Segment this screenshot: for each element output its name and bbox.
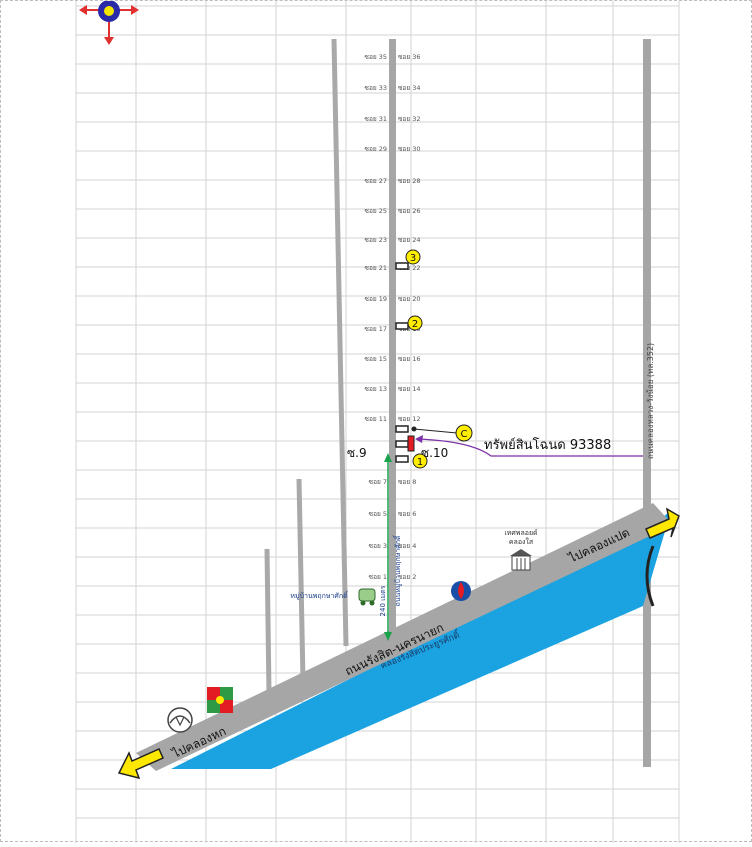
marker-1-label: 1 xyxy=(417,457,423,468)
soi-labels: ซอย 1 ซอย 2 ซอย 3 ซอย 4 ซอย 5 ซอย 6 ซอย 7 ซอย 8… xyxy=(365,53,421,581)
store-logo-icon xyxy=(207,687,233,713)
soi-left-label: ซอย 17 xyxy=(365,325,387,333)
village-label: หมู่บ้านพฤกษาศักดิ์ xyxy=(290,590,349,600)
marker-3-label: 3 xyxy=(410,253,416,264)
soi-left-label: ซอย 27 xyxy=(365,177,387,185)
property-label: ทรัพย์สินโฉนด 93388 xyxy=(484,437,611,453)
arrow-left-icon xyxy=(117,748,164,780)
soi-right-label: ซอย 32 xyxy=(398,115,420,123)
soi-right-label: ซอย 20 xyxy=(398,295,420,303)
soi-right-label: ซอย 2 xyxy=(398,573,416,581)
soi-right-label: ซอย 16 xyxy=(398,355,420,363)
marker-c-leader xyxy=(413,428,458,434)
soi-right-label: ซอย 34 xyxy=(398,84,420,92)
soi-left-label: ซอย 19 xyxy=(365,295,387,303)
soi-left-label: ซอย 21 xyxy=(365,264,387,272)
marker-2-label: 2 xyxy=(412,319,418,330)
soi-9-label: ซ.9 xyxy=(347,446,367,460)
main-road xyxy=(136,503,673,771)
bridge xyxy=(645,545,655,607)
soi-road-name-label: ถนนหมู่บ้านพฤกษาศักดิ์ xyxy=(392,534,402,606)
soi-right-label: ซอย 14 xyxy=(398,385,420,393)
soi-left-label: ซอย 29 xyxy=(365,145,387,153)
marker-c-label: C xyxy=(461,429,468,440)
soi-right-label: ซอย 24 xyxy=(398,236,420,244)
gas-station-icon xyxy=(451,581,471,601)
main-soi-road xyxy=(389,39,396,641)
soi-right-label: ซอย 26 xyxy=(398,207,420,215)
soi-left-label: ซอย 23 xyxy=(365,236,387,244)
property-marker xyxy=(407,435,415,452)
marker-2 xyxy=(407,315,423,331)
soi-right-label: ซอย 28 xyxy=(398,177,420,185)
soi-left-label: ซอย 25 xyxy=(365,207,387,215)
soi-right-label: ซอย 8 xyxy=(398,478,416,486)
mazda-logo-icon xyxy=(167,707,193,733)
soi-left-label: ซอย 35 xyxy=(365,53,387,61)
background-grid xyxy=(75,1,680,843)
soi-left-label: ซอย 11 xyxy=(365,415,387,423)
soi-left-label: ซอย 33 xyxy=(365,84,387,92)
soi-right-label: ซอย 18 xyxy=(398,325,420,333)
market-label: เทศพลอยด์คลองใส xyxy=(504,529,537,546)
marker-3 xyxy=(405,249,421,265)
soi-left-label: ซอย 13 xyxy=(365,385,387,393)
soi-right-label: ซอย 30 xyxy=(398,145,420,153)
right-road-label: ถนนคลองหลวง-วังน้อย (ทล.352) xyxy=(646,343,655,459)
soi-right-label: ซอย 22 xyxy=(398,264,420,272)
arrow-right-icon xyxy=(645,507,680,539)
compass-icon xyxy=(79,0,139,45)
soi-left-label: ซอย 31 xyxy=(365,115,387,123)
soi-10-label: ซ.10 xyxy=(421,446,448,460)
soi-left-label: ซอย 3 xyxy=(369,542,387,550)
right-highway xyxy=(643,39,651,767)
distance-label: 240 เมตร xyxy=(379,585,387,616)
soi-right-label: ซอย 12 xyxy=(398,415,420,423)
side-roads xyxy=(264,38,349,694)
market-icon xyxy=(510,549,532,571)
soi-left-label: ซอย 7 xyxy=(369,478,387,486)
route-pointer-line xyxy=(416,438,643,457)
route-pointer-arrow-icon xyxy=(415,435,423,443)
soi-right-label: ซอย 36 xyxy=(398,53,420,61)
soi-left-label: ซอย 5 xyxy=(369,510,387,518)
marker-1 xyxy=(412,453,428,469)
marker-c xyxy=(455,424,473,442)
soi-left-label: ซอย 1 xyxy=(369,573,387,581)
soi-right-label: ซอย 6 xyxy=(398,510,416,518)
soi-left-label: ซอย 15 xyxy=(365,355,387,363)
distance-indicator xyxy=(384,453,392,641)
village-icon xyxy=(358,588,376,606)
soi-right-label: ซอย 4 xyxy=(398,542,416,550)
